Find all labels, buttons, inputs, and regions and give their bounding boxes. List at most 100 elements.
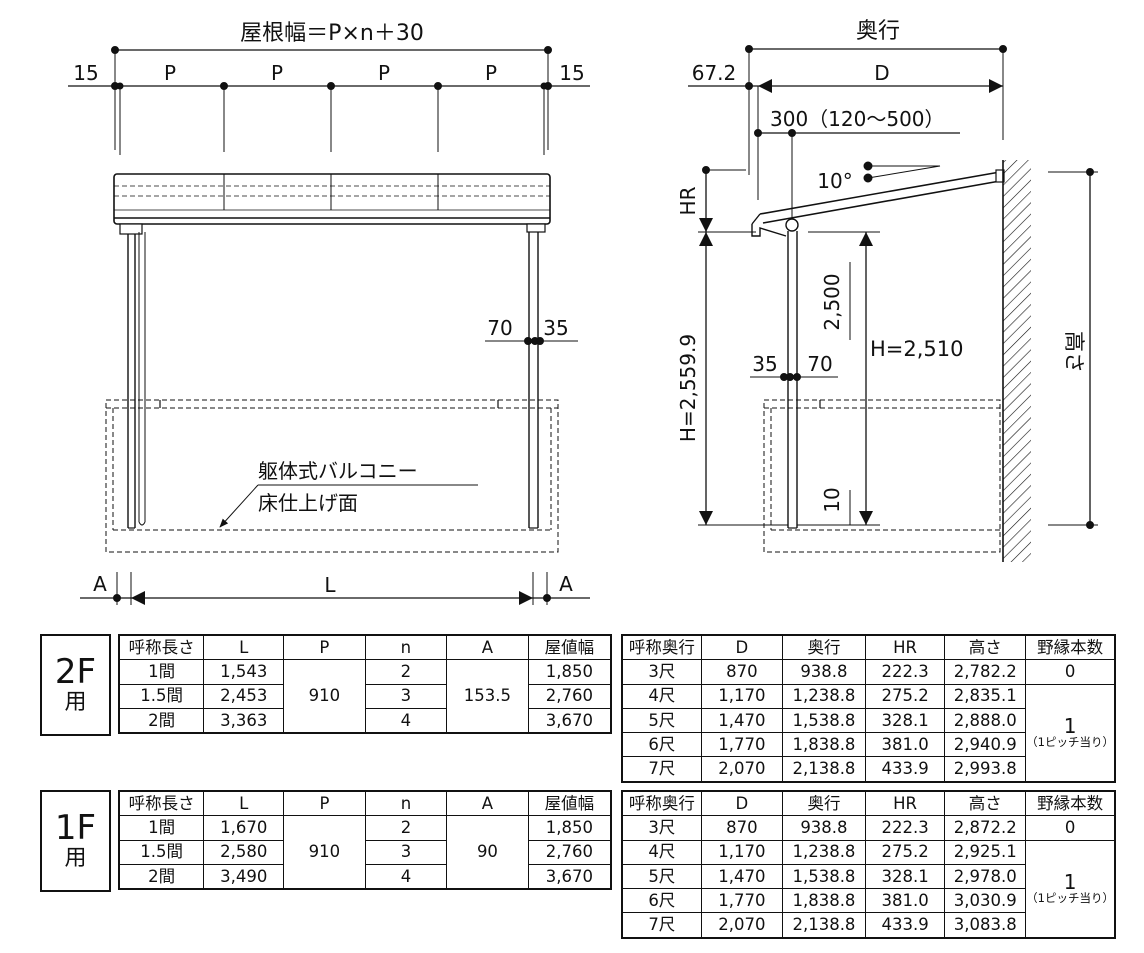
cell-nominal: 4尺: [621, 839, 702, 865]
cell-height: 2,978.0: [944, 863, 1027, 890]
table-1f-length: 呼称長さ L P n A 屋値幅 1間 1,670 910 2 90 1,850…: [118, 790, 612, 891]
cell-roof-width: 2,760: [527, 839, 612, 865]
cell-depth: 1,838.8: [782, 888, 866, 914]
front-view: [68, 46, 590, 605]
cell-nominal: 6尺: [621, 888, 702, 914]
table-row: 7尺 2,070 2,138.8 433.9 3,083.8: [621, 912, 1115, 939]
table-row: 7尺 2,070 2,138.8 433.9 2,993.8: [621, 756, 1115, 783]
header-cell: 奥行: [782, 634, 866, 661]
table-row: 4尺 1,170 1,238.8 275.2 2,835.1 1 （1ピッチ当り…: [621, 683, 1116, 783]
cell-hr: 328.1: [864, 863, 946, 890]
cell-d: 870: [700, 659, 784, 685]
roof-width-formula: 屋根幅＝P×n＋30: [240, 21, 424, 46]
cell-l: 2,453: [203, 683, 285, 709]
nora-note: （1ピッチ当り）: [1026, 734, 1114, 749]
table-header-row: 呼称長さ L P n A 屋値幅: [118, 790, 612, 817]
cell-nominal: 7尺: [621, 912, 702, 939]
cell-hr: 381.0: [864, 888, 946, 914]
cell-hr: 222.3: [864, 815, 946, 841]
table-row: 1間 1,670 910 2 90 1,850: [118, 815, 612, 890]
header-cell: n: [364, 634, 448, 661]
header-cell: A: [446, 790, 529, 817]
edge-offset-left: 15: [73, 61, 98, 85]
cell-roof-width: 3,670: [527, 863, 612, 890]
header-cell: D: [700, 634, 784, 661]
group-2f-floor: 2F: [54, 652, 97, 692]
cell-a: 90: [446, 815, 529, 890]
cell-nominal: 3尺: [621, 659, 702, 685]
pitch-label-2: P: [271, 61, 283, 85]
slope-angle: 10°: [817, 169, 852, 193]
header-cell: 呼称奥行: [621, 634, 702, 661]
table-1f-depth: 呼称奥行 D 奥行 HR 高さ 野縁本数 3尺 870 938.8 222.3 …: [621, 790, 1116, 939]
post-dim-35: 35: [543, 316, 568, 340]
overhang-range: 300（120〜500）: [770, 107, 945, 131]
table-row: 1.5間 2,580 3 2,760: [118, 839, 612, 865]
cell-depth: 938.8: [782, 815, 866, 841]
cell-nominal: 2間: [118, 863, 205, 890]
post-height-total: H=2,559.9: [676, 334, 700, 442]
header-cell: L: [203, 790, 285, 817]
table-row: 6尺 1,770 1,838.8 381.0 2,940.9: [621, 732, 1115, 758]
cell-nominal: 6尺: [621, 732, 702, 758]
table-row: 5尺 1,470 1,538.8 328.1 2,888.0: [621, 707, 1115, 734]
table-row: 5尺 1,470 1,538.8 328.1 2,978.0: [621, 863, 1115, 890]
header-cell: 野縁本数: [1025, 790, 1116, 817]
cell-height: 2,925.1: [944, 839, 1027, 865]
eave-offset: 67.2: [692, 61, 737, 85]
cell-height: 2,872.2: [944, 815, 1027, 841]
cell-hr: 222.3: [864, 659, 946, 685]
cell-l: 2,580: [203, 839, 285, 865]
cell-depth: 1,238.8: [782, 683, 866, 709]
cell-d: 1,170: [700, 839, 784, 865]
cell-nora-count: 0: [1025, 815, 1116, 841]
table-row: 1.5間 2,453 3 2,760: [118, 683, 612, 709]
nora-count: 1: [1063, 869, 1077, 894]
cell-n: 4: [364, 707, 448, 734]
header-cell: 呼称長さ: [118, 634, 205, 661]
cell-d: 1,470: [700, 707, 784, 734]
cell-nominal: 7尺: [621, 756, 702, 783]
pitch-label-4: P: [485, 61, 497, 85]
header-cell: 高さ: [944, 634, 1027, 661]
cell-depth: 2,138.8: [782, 912, 866, 939]
cell-nominal: 3尺: [621, 815, 702, 841]
cell-n: 4: [364, 863, 448, 890]
header-cell: 屋値幅: [527, 790, 612, 817]
cell-nominal: 2間: [118, 707, 205, 734]
header-cell: P: [283, 790, 366, 817]
clearance-right: A: [559, 572, 573, 596]
cell-d: 870: [700, 815, 784, 841]
header-cell: A: [446, 634, 529, 661]
cell-nora-count: 0: [1025, 659, 1116, 685]
h-value: H=2,510: [870, 337, 964, 361]
carport-dimension-drawing: 屋根幅＝P×n＋30 15 15 P P P P 70 35 躯体式バルコニー …: [68, 19, 1098, 605]
cell-n: 2: [364, 659, 448, 685]
side-post-dim-35: 35: [752, 352, 777, 376]
cell-hr: 433.9: [864, 912, 946, 939]
header-cell: P: [283, 634, 366, 661]
cell-l: 1,543: [203, 659, 285, 685]
cell-nominal: 1間: [118, 659, 205, 685]
cell-height: 2,782.2: [944, 659, 1027, 685]
cell-d: 1,770: [700, 888, 784, 914]
cell-l: 3,363: [203, 707, 285, 734]
table-header-row: 呼称奥行 D 奥行 HR 高さ 野縁本数: [621, 634, 1116, 661]
cell-depth: 938.8: [782, 659, 866, 685]
group-1f-use: 用: [64, 846, 87, 871]
cell-roof-width: 1,850: [527, 659, 612, 685]
cell-d: 2,070: [700, 756, 784, 783]
cell-hr: 328.1: [864, 707, 946, 734]
cell-hr: 275.2: [864, 839, 946, 865]
cell-n: 3: [364, 839, 448, 865]
edge-offset-right: 15: [559, 61, 584, 85]
cell-height: 3,030.9: [944, 888, 1027, 914]
table-row: 2間 3,363 4 3,670: [118, 707, 612, 734]
cell-height: 2,940.9: [944, 732, 1027, 758]
cell-nominal: 1間: [118, 815, 205, 841]
cell-nominal: 1.5間: [118, 839, 205, 865]
table-2f-length: 呼称長さ L P n A 屋値幅 1間 1,543 910 2 153.5 1,…: [118, 634, 612, 735]
cell-roof-width: 2,760: [527, 683, 612, 709]
table-row: 3尺 870 938.8 222.3 2,782.2 0: [621, 659, 1116, 685]
cell-nominal: 5尺: [621, 863, 702, 890]
